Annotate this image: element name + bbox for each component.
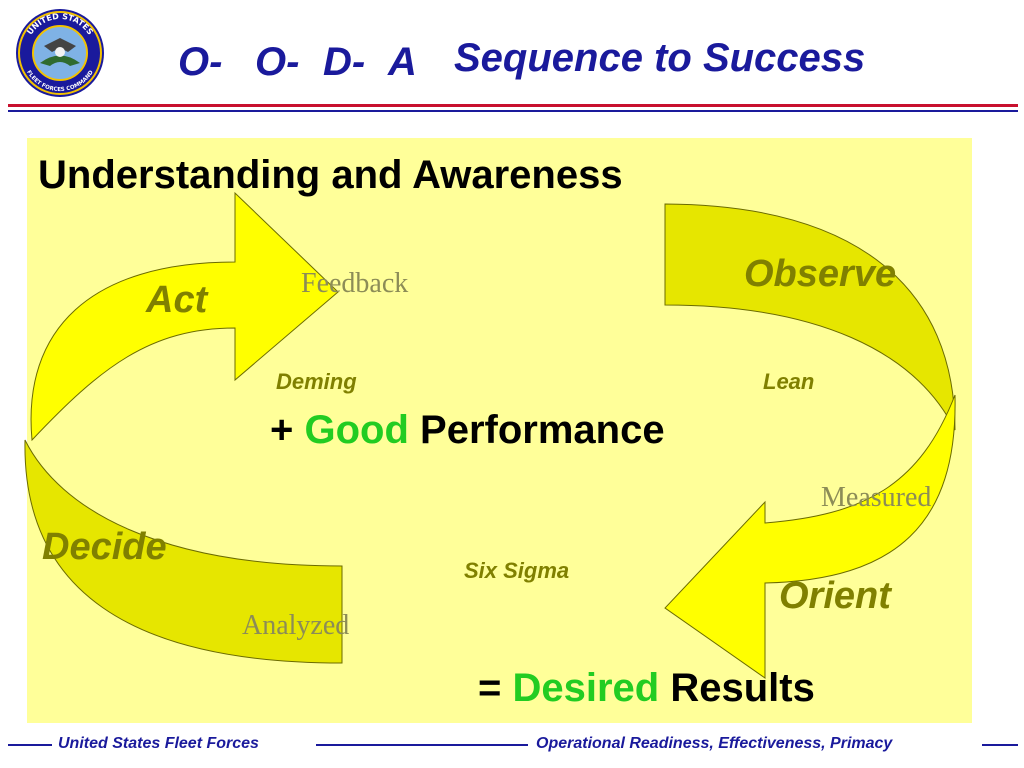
note-analyzed: Analyzed <box>242 610 350 641</box>
footer-rule-middle <box>316 744 528 746</box>
panel-heading: Understanding and Awareness <box>38 153 623 197</box>
performance-highlight: Good <box>304 408 409 452</box>
footer-rule-left <box>8 744 52 746</box>
page-title: Sequence to Success <box>454 36 866 80</box>
results-highlight: Desired <box>512 666 660 710</box>
stage-decide: Decide <box>42 526 167 568</box>
method-six-sigma: Six Sigma <box>464 558 570 583</box>
title-part-2: O- <box>255 40 300 84</box>
decide-band <box>24 439 343 664</box>
fleet-forces-seal-icon: UNITED STATES FLEET FORCES COMMAND <box>16 9 104 97</box>
method-deming: Deming <box>276 369 357 394</box>
performance-rest: Performance <box>420 408 665 452</box>
footer-rule-right <box>982 744 1018 746</box>
footer-right-text: Operational Readiness, Effectiveness, Pr… <box>536 735 893 752</box>
desired-results-line: = Desired Results <box>478 668 815 708</box>
performance-prefix: + <box>270 408 294 452</box>
act-arrow <box>30 191 339 442</box>
stage-observe: Observe <box>744 253 897 295</box>
footer-left-text: United States Fleet Forces <box>58 735 259 752</box>
title-part-3: D- <box>323 40 366 84</box>
header-rule-red <box>8 104 1018 107</box>
title-part-4: A <box>388 40 417 84</box>
orient-arrow <box>664 394 956 679</box>
note-measured: Measured <box>821 482 932 513</box>
results-prefix: = <box>478 666 502 710</box>
good-performance-line: + Good Performance <box>270 410 665 450</box>
header-rule-blue <box>8 110 1018 112</box>
results-rest: Results <box>670 666 815 710</box>
method-lean: Lean <box>763 369 815 394</box>
stage-act: Act <box>146 279 208 321</box>
observe-band <box>664 203 956 431</box>
title-part-1: O- <box>178 40 223 84</box>
stage-orient: Orient <box>779 575 891 617</box>
note-feedback: Feedback <box>301 268 409 299</box>
